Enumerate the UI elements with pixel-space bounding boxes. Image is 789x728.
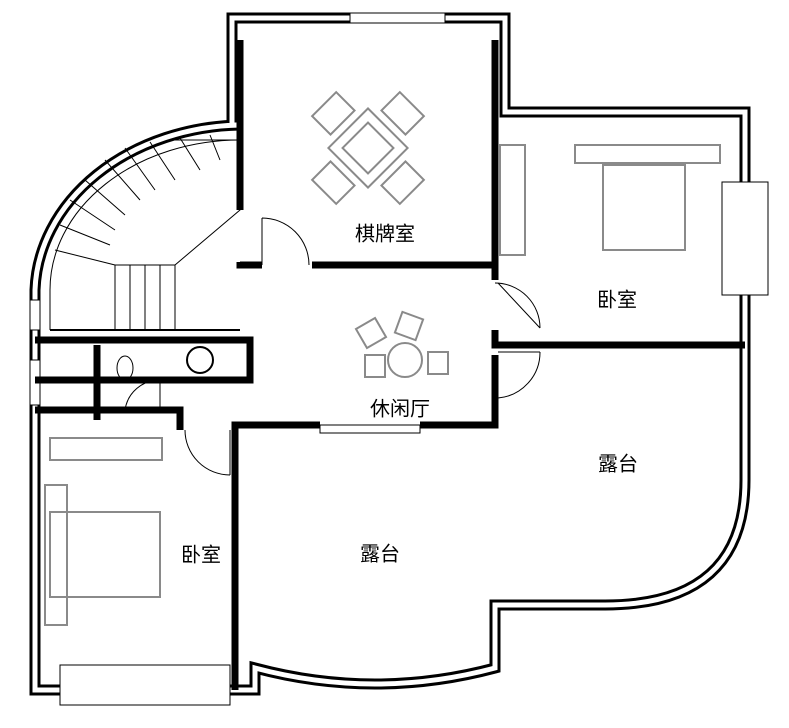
doors: [124, 217, 541, 476]
headboard-right: [574, 144, 721, 164]
bed-right: [602, 164, 686, 251]
bed-left: [49, 511, 161, 598]
room-label-terrace-lower: 露台: [360, 541, 400, 566]
wardrobe-left: [49, 437, 163, 461]
wardrobe-right: [499, 144, 526, 256]
spiral-staircase: [49, 134, 241, 331]
furniture: [44, 90, 721, 626]
room-label-chess-room: 棋牌室: [355, 221, 415, 246]
round-table: [387, 342, 423, 378]
room-label-bedroom-right: 卧室: [597, 287, 637, 312]
room-label-terrace-right: 露台: [598, 451, 638, 476]
room-label-lounge: 休闲厅: [370, 396, 430, 421]
headboard-left: [44, 484, 68, 626]
windows: [29, 12, 769, 706]
card-table: [310, 90, 426, 206]
interior-walls: [35, 40, 745, 690]
room-label-bedroom-left: 卧室: [181, 542, 221, 567]
